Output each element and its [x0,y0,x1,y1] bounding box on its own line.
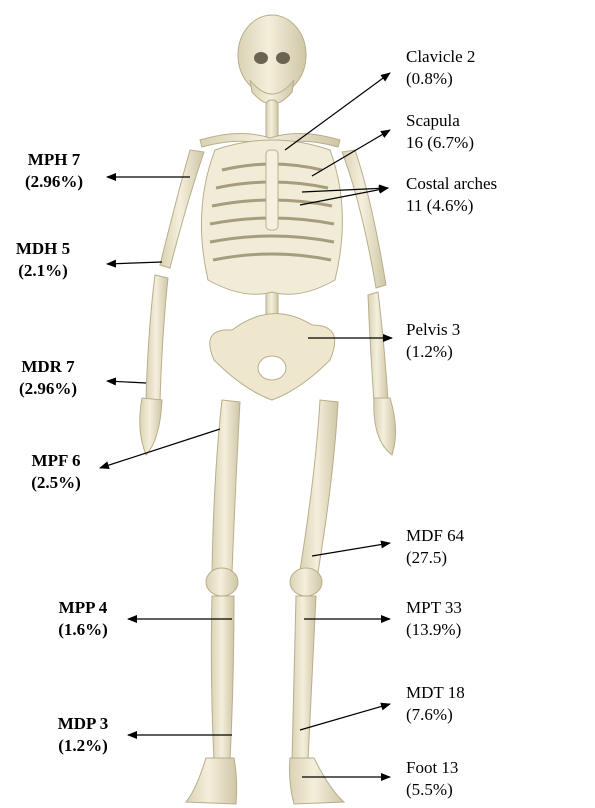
label-mdt-name: MDT 18 [406,682,465,704]
skull [238,15,306,95]
label-foot-value: (5.5%) [406,779,458,801]
label-clavicle: Clavicle 2 (0.8%) [406,46,475,90]
label-mdf: MDF 64 (27.5) [406,525,464,569]
label-mdp-value: (1.2%) [46,735,120,757]
left-humerus [160,150,204,268]
label-mpf-value: (2.5%) [18,472,94,494]
left-femur [212,400,240,572]
label-mdp-name: MDP 3 [46,713,120,735]
label-mpt-value: (13.9%) [406,619,462,641]
label-pelvis-name: Pelvis 3 [406,319,460,341]
right-knee [290,568,322,596]
label-mpf: MPF 6 (2.5%) [18,450,94,494]
right-hand [374,398,396,455]
label-mph-name: MPH 7 [16,149,92,171]
arrow-mdt [300,704,390,730]
arrow-mpf [100,429,220,468]
arrow-mdh [107,262,162,264]
label-costal-value: 11 (4.6%) [406,195,497,217]
label-mpt-name: MPT 33 [406,597,462,619]
sternum [266,150,278,230]
label-mdp: MDP 3 (1.2%) [46,713,120,757]
label-mpf-name: MPF 6 [18,450,94,472]
label-costal-name: Costal arches [406,173,497,195]
arrow-mdr [107,381,146,383]
label-mph: MPH 7 (2.96%) [16,149,92,193]
label-pelvis: Pelvis 3 (1.2%) [406,319,460,363]
label-mpp: MPP 4 (1.6%) [46,597,120,641]
label-mdf-name: MDF 64 [406,525,464,547]
right-foot [290,758,345,804]
label-pelvis-value: (1.2%) [406,341,460,363]
label-mdh-value: (2.1%) [10,260,76,282]
left-foot [186,758,237,804]
left-hand [140,398,162,455]
label-mph-value: (2.96%) [16,171,92,193]
label-mpp-name: MPP 4 [46,597,120,619]
skeleton-illustration [140,15,396,804]
arrow-mdf [312,543,390,556]
label-mdh: MDH 5 (2.1%) [10,238,76,282]
label-mdr: MDR 7 (2.96%) [8,356,88,400]
label-mdt-value: (7.6%) [406,704,465,726]
left-forearm [146,275,168,402]
arrow-clavicle [285,73,390,150]
label-mdh-name: MDH 5 [10,238,76,260]
right-humerus [342,150,386,288]
right-femur [300,400,338,572]
label-clavicle-value: (0.8%) [406,68,475,90]
label-mpt: MPT 33 (13.9%) [406,597,462,641]
label-clavicle-name: Clavicle 2 [406,46,475,68]
left-knee [206,568,238,596]
label-mdr-value: (2.96%) [8,378,88,400]
right-tibia [292,596,316,760]
label-scapula-name: Scapula [406,110,474,132]
label-scapula-value: 16 (6.7%) [406,132,474,154]
label-scapula: Scapula 16 (6.7%) [406,110,474,154]
label-foot: Foot 13 (5.5%) [406,757,458,801]
right-forearm [368,292,388,402]
label-mdt: MDT 18 (7.6%) [406,682,465,726]
label-foot-name: Foot 13 [406,757,458,779]
label-mdr-name: MDR 7 [8,356,88,378]
label-mdf-value: (27.5) [406,547,464,569]
label-mpp-value: (1.6%) [46,619,120,641]
label-costal-arches: Costal arches 11 (4.6%) [406,173,497,217]
